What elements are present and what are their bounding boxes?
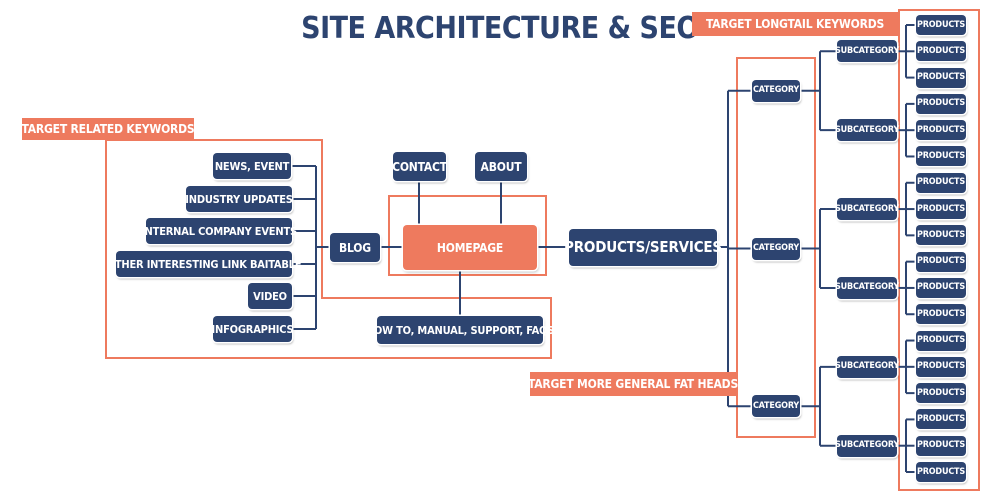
news-event-node: NEWS, EVENT: [213, 153, 291, 179]
product-node: PRODUCTS: [916, 172, 966, 193]
product-node: PRODUCTS: [916, 41, 966, 62]
connector-line: [820, 365, 837, 447]
internal-company-events-node: INTERNAL COMPANY EVENTS: [141, 218, 297, 244]
subcategory-node: SUBCATEGORY: [835, 198, 899, 221]
subcategory-node: SUBCATEGORY: [835, 355, 899, 378]
product-node: PRODUCTS: [916, 383, 966, 404]
homepage-node: HOMEPAGE: [403, 225, 537, 270]
product-node: PRODUCTS: [916, 15, 966, 35]
product-node: PRODUCTS: [916, 251, 966, 272]
product-node: PRODUCTS: [916, 199, 966, 220]
product-node: PRODUCTS: [916, 356, 966, 377]
tag-general-fat-heads: TARGET MORE GENERAL FAT HEADS: [528, 372, 738, 396]
product-node: PRODUCTS: [916, 462, 966, 482]
howto-support-node: HOW TO, MANUAL, SUPPORT, FAQS: [366, 316, 554, 344]
video-node: VIDEO: [248, 283, 292, 309]
link-baitable-node: OTHER INTERESTING LINK BAITABLE: [107, 251, 302, 277]
category-node: CATEGORY: [752, 395, 800, 418]
connector-line: [418, 181, 502, 225]
industry-updates-node: INDUSTRY UPDATES: [185, 186, 293, 212]
subcategory-node: SUBCATEGORY: [835, 434, 899, 457]
longtail-frame: [898, 9, 980, 491]
product-node: PRODUCTS: [916, 330, 966, 351]
connector-lines: [292, 24, 916, 473]
product-node: PRODUCTS: [916, 67, 966, 88]
connector-line: [820, 50, 837, 132]
products-services-node: PRODUCTS/SERVICES: [564, 229, 722, 266]
category-node: CATEGORY: [752, 237, 800, 260]
blog-node: BLOG: [330, 233, 380, 262]
infographics-node: INFOGRAPHICS: [212, 316, 294, 342]
diagram-title: SITE ARCHITECTURE & SEO: [301, 10, 699, 46]
product-node: PRODUCTS: [916, 304, 966, 325]
about-node: ABOUT: [475, 152, 527, 181]
product-node: PRODUCTS: [916, 93, 966, 114]
product-node: PRODUCTS: [916, 225, 966, 246]
connector-line: [820, 208, 837, 289]
subcategory-node: SUBCATEGORY: [835, 119, 899, 142]
fat-heads-frame: [736, 57, 816, 438]
product-node: PRODUCTS: [916, 435, 966, 456]
product-node: PRODUCTS: [916, 277, 966, 298]
related-keywords-frame: [105, 139, 552, 359]
tag-related-keywords: TARGET RELATED KEYWORDS: [21, 118, 195, 140]
annotation-frames: [105, 9, 980, 491]
subcategory-node: SUBCATEGORY: [835, 40, 899, 63]
category-node: CATEGORY: [752, 79, 800, 102]
homepage-frame: [388, 195, 547, 276]
product-node: PRODUCTS: [916, 146, 966, 167]
tag-longtail-keywords: TARGET LONGTAIL KEYWORDS: [692, 12, 898, 36]
product-node: PRODUCTS: [916, 409, 966, 430]
subcategory-node: SUBCATEGORY: [835, 276, 899, 299]
connector-line: [292, 165, 316, 330]
contact-node: CONTACT: [392, 152, 447, 181]
product-node: PRODUCTS: [916, 120, 966, 141]
